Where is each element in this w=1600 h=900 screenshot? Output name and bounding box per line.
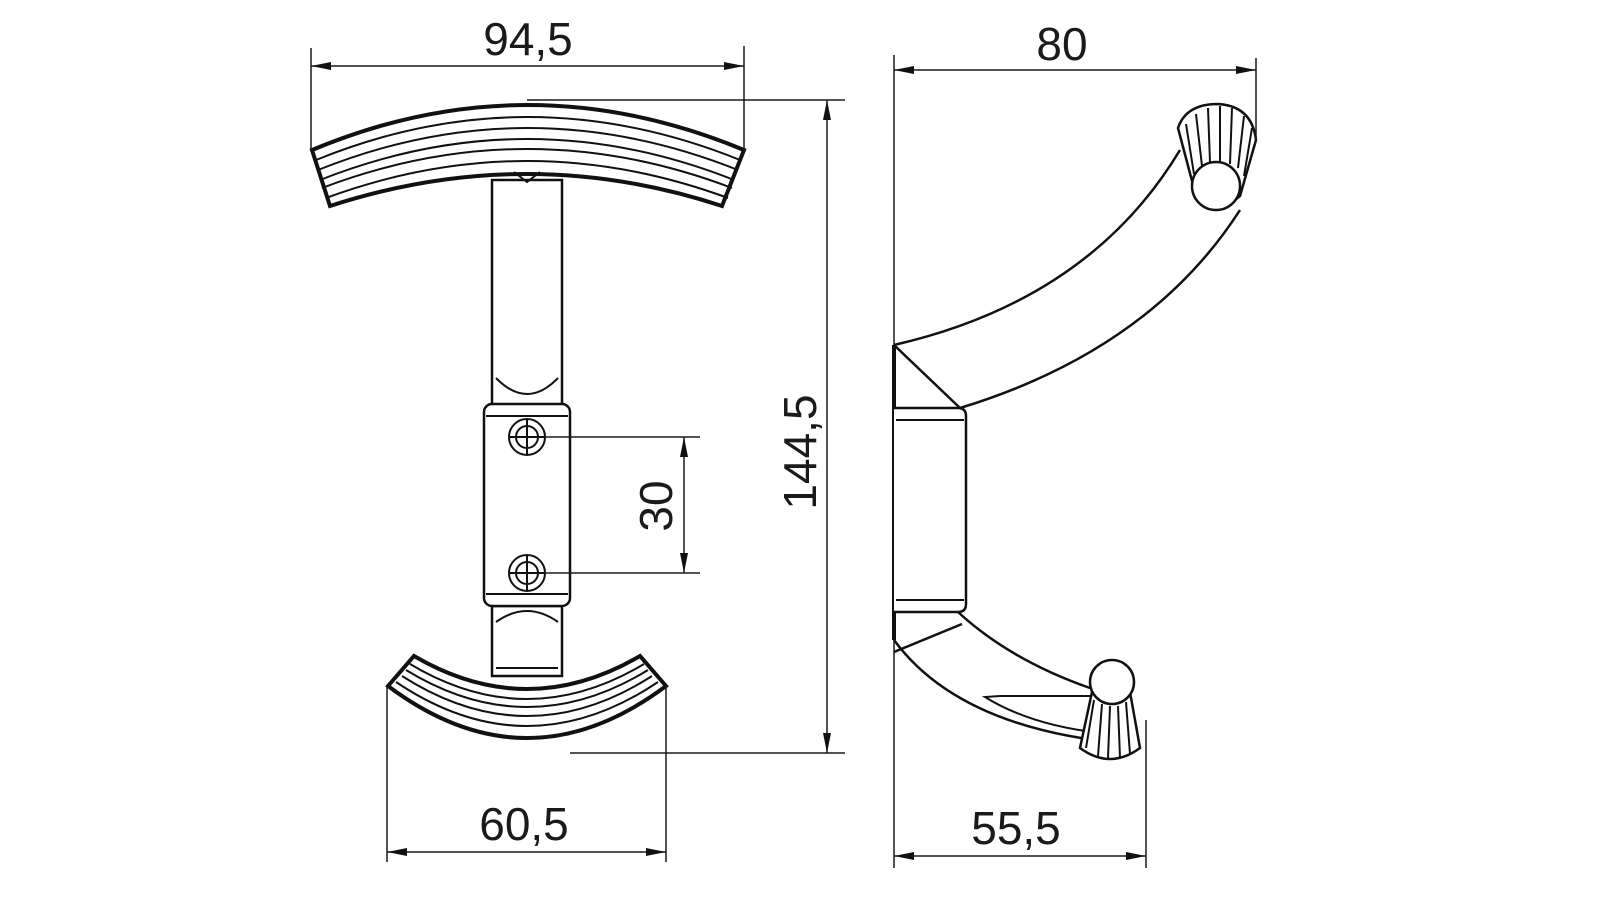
dim-label-upper-projection: 80	[1036, 18, 1087, 70]
hook-stem	[490, 178, 564, 678]
dim-top-width: 94,5	[310, 13, 745, 150]
lower-knob-icon	[1078, 658, 1142, 761]
mounting-plate-side	[892, 345, 968, 640]
dim-total-height: 144,5	[527, 99, 845, 754]
front-view: 94,5 144,5 30 60,5	[309, 13, 845, 862]
screw-hole-bottom-icon	[508, 554, 546, 592]
dim-upper-projection: 80	[893, 18, 1257, 345]
dim-label-lower-projection: 55,5	[971, 802, 1061, 854]
dim-label-top-width: 94,5	[483, 13, 573, 65]
upper-arm-side	[893, 149, 1242, 410]
upper-knob-icon	[1176, 102, 1258, 212]
dim-lower-projection: 55,5	[893, 640, 1147, 868]
dim-label-total-height: 144,5	[774, 394, 826, 509]
dim-hole-spacing: 30	[545, 436, 700, 574]
dim-label-hole-spacing: 30	[630, 480, 682, 531]
dim-label-bottom-width: 60,5	[479, 798, 569, 850]
top-arm-front	[309, 103, 747, 209]
side-view: 80 55,5	[892, 18, 1258, 868]
screw-hole-top-icon	[508, 418, 546, 456]
dim-bottom-width: 60,5	[386, 686, 667, 862]
mounting-plate	[482, 402, 572, 608]
bottom-arm-front	[385, 653, 669, 740]
